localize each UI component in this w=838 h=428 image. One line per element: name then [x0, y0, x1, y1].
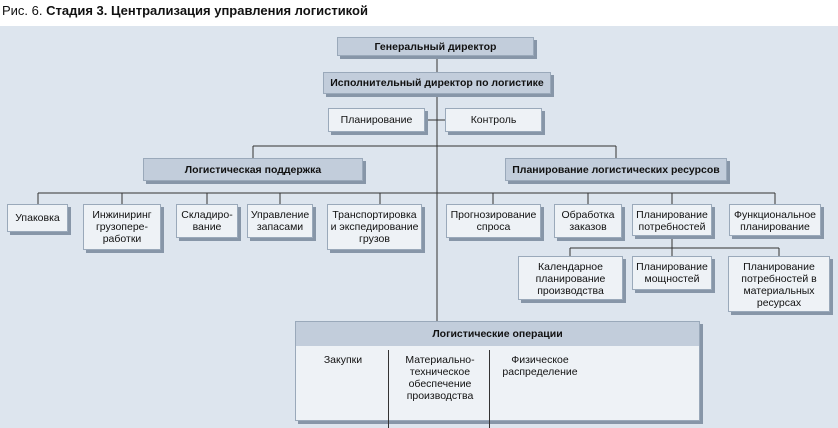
log-support-label: Логистическая поддержка [184, 163, 322, 176]
inventory-label: Управление запасами [250, 209, 310, 233]
needs-planning-box: Планирование потребностей [632, 204, 712, 236]
figure-number: Рис. 6. [2, 3, 43, 18]
warehousing-label: Складиро-вание [181, 209, 233, 233]
forecasting-label: Прогнозирование спроса [450, 209, 537, 233]
needs-planning-label: Планирование потребностей [636, 209, 708, 233]
functional-planning-label: Функциональное планирование [733, 209, 817, 233]
engineering-label: Инжиниринг грузопере-работки [92, 209, 152, 245]
exec-director-box: Исполнительный директор по логистике [323, 72, 551, 94]
figure-caption: Рис. 6. Стадия 3. Централизация управлен… [2, 3, 368, 18]
logistics-operations-title: Логистические операции [296, 322, 699, 346]
order-processing-box: Обработка заказов [554, 204, 622, 238]
general-director-label: Генеральный директор [374, 40, 497, 53]
log-support-box: Логистическая поддержка [143, 158, 363, 181]
packaging-label: Упаковка [15, 212, 60, 224]
material-needs-label: Планирование потребностей в материальных… [741, 261, 817, 309]
figure-title: Стадия 3. Централизация управления логис… [46, 3, 368, 18]
control-label: Контроль [470, 114, 517, 126]
capacity-planning-label: Планирование мощностей [636, 261, 708, 285]
order-processing-label: Обработка заказов [561, 209, 615, 233]
resource-planning-label: Планирование логистических ресурсов [512, 163, 720, 176]
engineering-box: Инжиниринг грузопере-работки [83, 204, 161, 250]
capacity-planning-box: Планирование мощностей [632, 256, 712, 290]
transport-box: Транспортировка и экспедирование грузов [327, 204, 422, 250]
general-director-box: Генеральный директор [337, 37, 534, 56]
ops-divider-2 [489, 350, 490, 428]
planning-box: Планирование [328, 108, 425, 132]
packaging-box: Упаковка [7, 204, 68, 232]
logistics-operations-box: Логистические операции Закупки Материаль… [295, 321, 700, 428]
transport-label: Транспортировка и экспедирование грузов [330, 209, 419, 245]
inventory-box: Управление запасами [247, 204, 313, 238]
mts-cell: Материально-техническое обеспечение прои… [405, 354, 475, 402]
purchasing-cell: Закупки [323, 354, 363, 366]
control-box: Контроль [445, 108, 542, 132]
calendar-planning-box: Календарное планирование производства [518, 256, 623, 300]
forecasting-box: Прогнозирование спроса [446, 204, 541, 238]
warehousing-box: Складиро-вание [176, 204, 238, 238]
resource-planning-box: Планирование логистических ресурсов [505, 158, 727, 181]
material-needs-box: Планирование потребностей в материальных… [728, 256, 830, 312]
exec-director-label: Исполнительный директор по логистике [330, 77, 544, 89]
functional-planning-box: Функциональное планирование [729, 204, 821, 236]
ops-divider-1 [388, 350, 389, 428]
planning-label: Планирование [340, 114, 413, 126]
calendar-planning-label: Календарное планирование производства [535, 261, 606, 297]
physical-distribution-cell: Физическое распределение [502, 354, 578, 378]
